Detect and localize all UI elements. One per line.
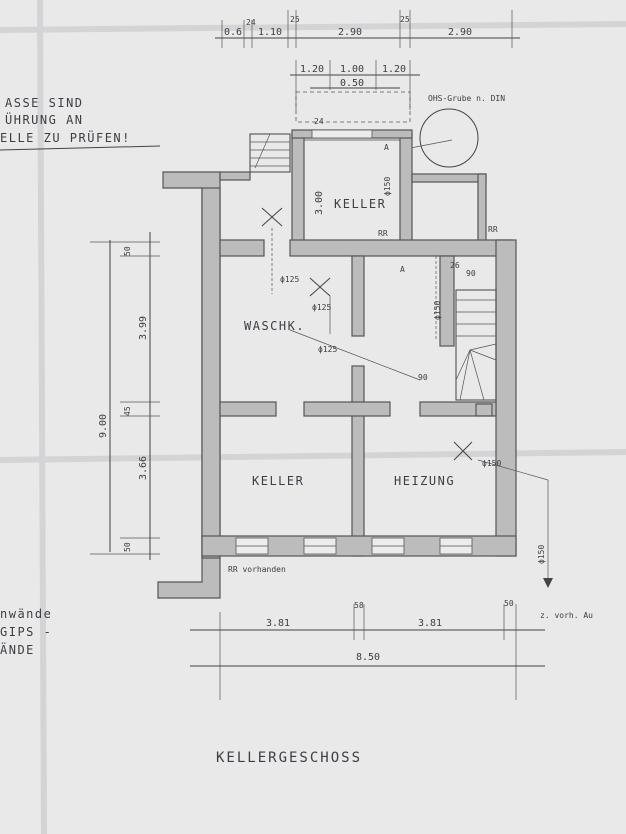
dim-top-2: 1.10	[258, 27, 282, 38]
note-left-4: nwände	[0, 607, 52, 621]
label-d125b: ϕ125	[312, 303, 331, 312]
paper-fold	[0, 21, 626, 33]
label-d150d: ϕ150	[537, 545, 546, 564]
label-24: 24	[314, 117, 324, 126]
dim-left-3: 3.66	[138, 456, 149, 480]
label-d150b: ϕ150	[433, 301, 442, 320]
walls	[157, 129, 517, 599]
room-waschk: WASCHK.	[244, 319, 305, 333]
dim-top-6: 2.90	[448, 27, 472, 38]
paper-fold	[37, 0, 47, 834]
note-left-5: GIPS -	[0, 625, 52, 639]
dim-top-4: 2.90	[338, 27, 362, 38]
plan-title: KELLERGESCHOSS	[216, 750, 362, 766]
windows	[235, 129, 473, 555]
dim-left-4: 50	[123, 542, 132, 552]
dim-top-3: 25	[290, 15, 300, 24]
dim-top-0: 0.6	[224, 27, 242, 38]
room-keller-top: KELLER	[334, 197, 386, 211]
ohs-label: OHS-Grube n. DIN	[428, 94, 505, 103]
stairs-upper	[249, 133, 291, 173]
ohs-grube-circle	[419, 108, 479, 168]
floor-drain	[261, 207, 473, 461]
room-heizung: HEIZUNG	[394, 474, 455, 488]
label-a2: A	[400, 265, 405, 274]
dim-top2-2: 1.20	[382, 64, 406, 75]
dim-bottom-0: 3.81	[266, 618, 290, 629]
note-left-6: ÄNDE	[0, 642, 35, 657]
note-z-vorh: z. vorh. Au	[540, 611, 593, 620]
dim-left-outer: 9.00	[98, 414, 109, 438]
dim-left-2: 45	[123, 406, 132, 416]
left-dimensions: 9.00 50 3.99 45 3.66 50	[90, 232, 160, 560]
bottom-dimensions: 3.81 58 3.81 50 8.50	[190, 599, 545, 700]
dim-bottom-2: 3.81	[418, 618, 442, 629]
label-90: 90	[466, 269, 476, 278]
dim-bottom-total: 8.50	[356, 652, 380, 663]
dim-top2-1: 1.00	[340, 64, 364, 75]
top-dimensions: 0.6 24 1.10 25 2.90 25 2.90 1.20 1.00 1.…	[215, 10, 520, 123]
dim-left-0: 50	[123, 246, 132, 256]
stairs-spiral	[455, 289, 497, 417]
label-26: 26	[450, 261, 460, 270]
pipes	[271, 228, 553, 588]
dim-top2-0: 1.20	[300, 64, 324, 75]
note-left-1: ASSE SIND	[5, 96, 84, 110]
dim-bottom-1: 58	[354, 601, 364, 610]
room-keller-bottom: KELLER	[252, 474, 304, 488]
note-left-2: ÜHRUNG AN	[5, 111, 84, 127]
label-shaft-height: 3.00	[314, 191, 325, 215]
label-rr1: RR	[378, 229, 388, 238]
dim-left-1: 3.99	[138, 316, 149, 340]
dim-top-5: 25	[400, 15, 410, 24]
dim-top3: 0.50	[340, 78, 364, 89]
label-rr2: RR	[488, 225, 498, 234]
label-90b: 90	[418, 373, 428, 382]
label-a1: A	[384, 143, 389, 152]
label-d125a: ϕ125	[280, 275, 299, 284]
label-d125c: ϕ125	[318, 345, 337, 354]
note-rr-vorhanden: RR vorhanden	[228, 565, 286, 574]
label-d150a: ϕ150	[383, 177, 392, 196]
dim-bottom-3: 50	[504, 599, 514, 608]
label-d150c: ϕ150	[482, 459, 501, 468]
dim-top-1: 24	[246, 18, 256, 27]
note-left-3: ELLE ZU PRÜFEN!	[0, 129, 131, 145]
paper-fold	[0, 449, 626, 463]
